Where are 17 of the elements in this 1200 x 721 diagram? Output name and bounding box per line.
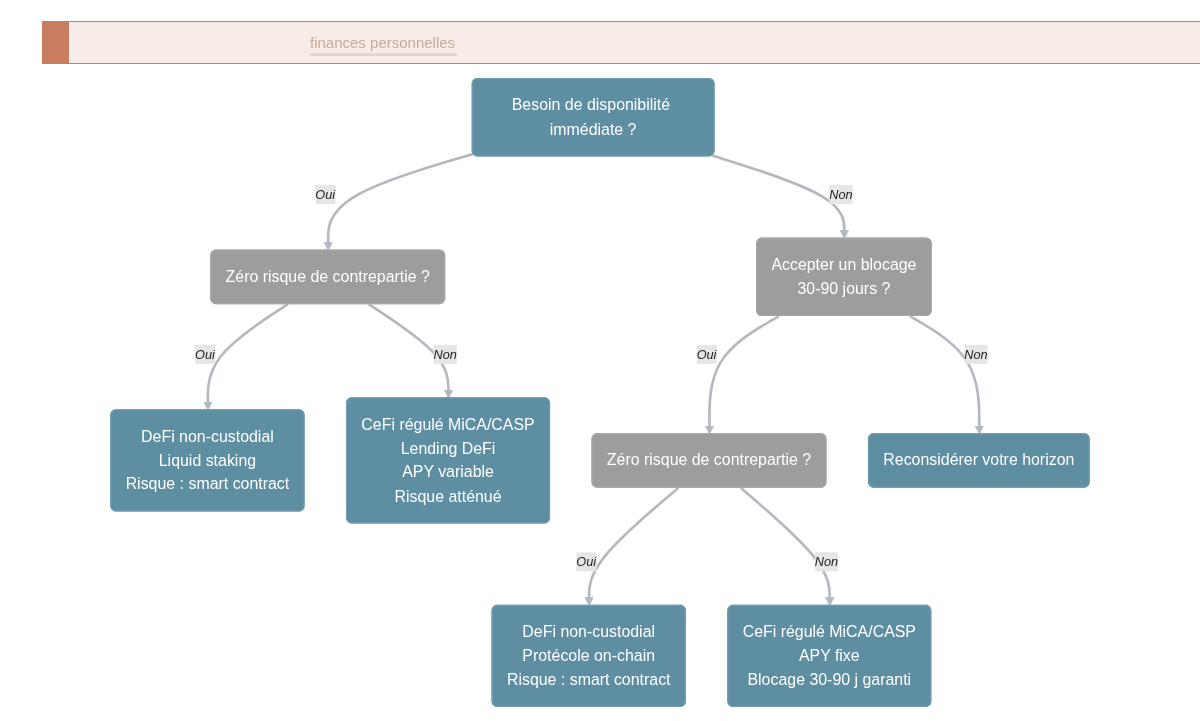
arrow (909, 314, 984, 435)
edge-label: Non (433, 346, 457, 362)
edge-label: Oui (315, 187, 336, 203)
arrow (704, 314, 780, 435)
edge-label: Non (964, 346, 988, 362)
edge-label: Non (829, 187, 853, 203)
edge-label: Oui (576, 554, 597, 570)
edge-label: Oui (696, 346, 717, 362)
arrow (323, 152, 474, 252)
arrow (711, 154, 849, 240)
edge-label: Oui (195, 346, 215, 362)
arrow (584, 486, 680, 607)
arrow (367, 303, 454, 399)
arrow (203, 303, 289, 411)
edge-label: Non (814, 554, 839, 570)
header-tagline: finances personnelles (310, 32, 458, 56)
arrow (739, 486, 835, 607)
